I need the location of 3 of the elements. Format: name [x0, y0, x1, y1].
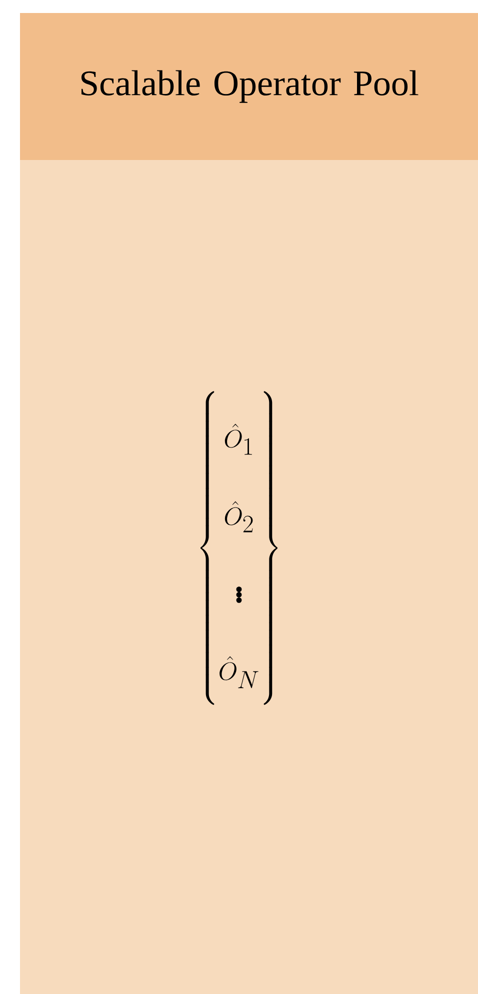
operator-set: $\left\{\begin{matrix}\hat{O}_1\\\hat{O}_2\\\vdots\\\hat{O}_N\end{matrix}\right\}$: [200, 391, 278, 705]
panel-heading: Scalable Operator Pool: [81, 70, 418, 103]
panel: [20, 13, 478, 994]
